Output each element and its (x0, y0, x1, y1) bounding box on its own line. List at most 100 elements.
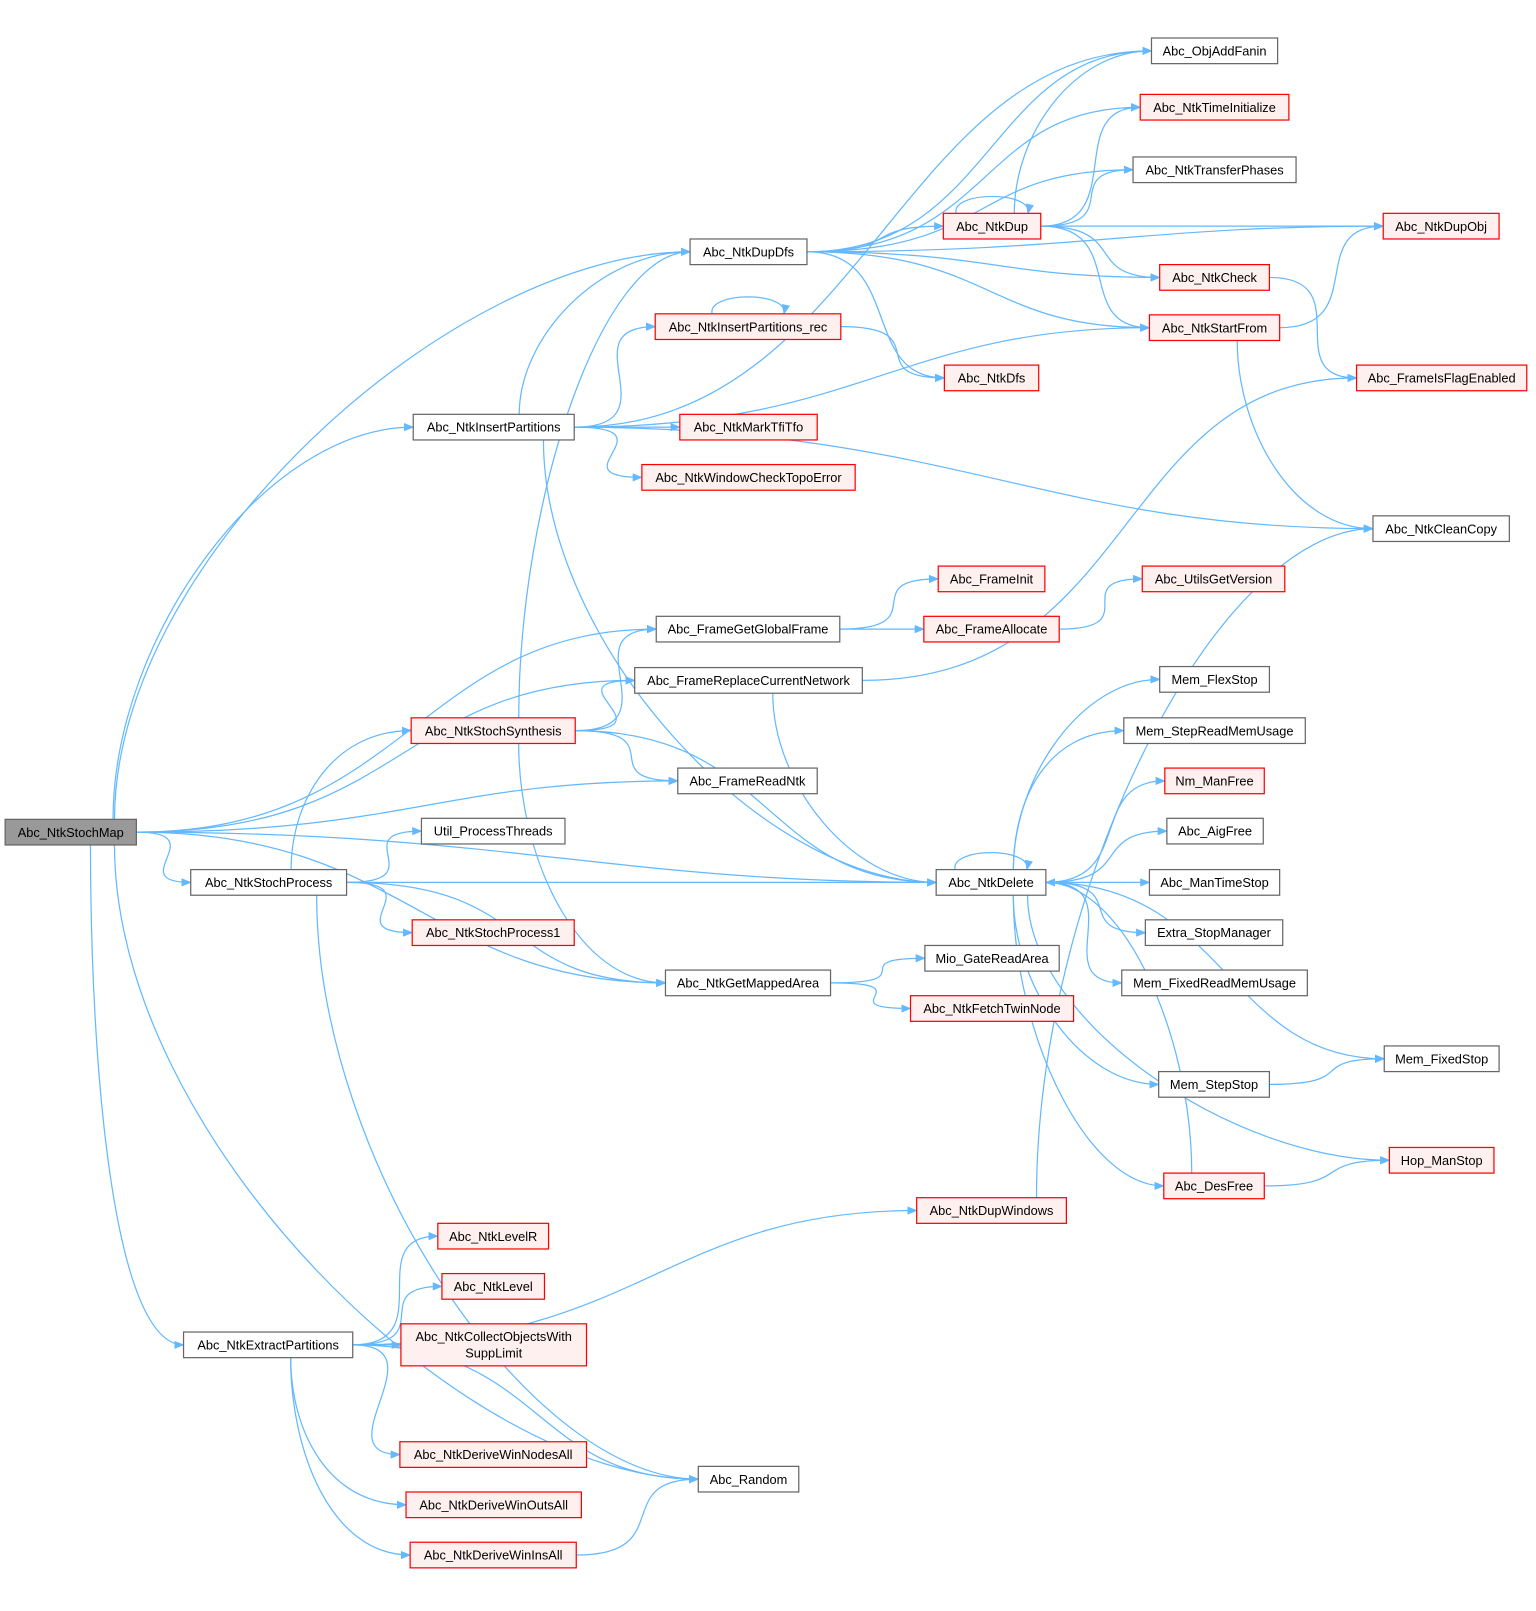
node-label: Abc_NtkTimeInitialize (1153, 100, 1276, 115)
node-label: Abc_NtkMarkTfiTfo (694, 420, 804, 435)
node-stochproc[interactable]: Abc_NtkStochProcess (190, 868, 348, 896)
node-box (420, 817, 566, 845)
node-marktfi[interactable]: Abc_NtkMarkTfiTfo (679, 413, 818, 441)
node-extrastop[interactable]: Extra_StopManager (1144, 919, 1284, 947)
node-fixedstop[interactable]: Mem_FixedStop (1383, 1045, 1500, 1073)
node-winnodes[interactable]: Abc_NtkDeriveWinNodesAll (399, 1441, 588, 1468)
node-cleancopy[interactable]: Abc_NtkCleanCopy (1372, 515, 1510, 543)
node-desfree[interactable]: Abc_DesFree (1163, 1172, 1265, 1200)
node-box (1150, 37, 1279, 65)
edge-delete-to-aigfree (1045, 827, 1168, 884)
edge-stochmap-to-dupdfs (113, 247, 692, 820)
node-frameinit[interactable]: Abc_FrameInit (937, 565, 1046, 593)
node-dupwindows[interactable]: Abc_NtkDupWindows (916, 1197, 1067, 1224)
node-aigfree[interactable]: Abc_AigFree (1166, 817, 1264, 845)
edge-desfree-to-hopstop (1264, 1156, 1391, 1187)
node-box (1382, 212, 1500, 240)
node-stochproc1[interactable]: Abc_NtkStochProcess1 (411, 919, 575, 947)
node-box (1164, 767, 1265, 795)
node-stepreadmem[interactable]: Mem_StepReadMemUsage (1123, 717, 1306, 745)
node-levelr[interactable]: Abc_NtkLevelR (437, 1222, 550, 1250)
node-box (697, 1465, 800, 1493)
node-insrec[interactable]: Abc_NtkInsertPartitions_rec (654, 313, 842, 341)
edge-delete-to-nmfree (1045, 776, 1166, 884)
node-box (1148, 314, 1281, 342)
edge-frameallocate-to-getversion (1059, 574, 1144, 630)
node-label: Abc_NtkDupDfs (703, 244, 794, 259)
node-stepstop[interactable]: Mem_StepStop (1158, 1070, 1271, 1098)
edge-stochmap-to-delete (136, 831, 938, 887)
node-winouts[interactable]: Abc_NtkDeriveWinOutsAll (405, 1491, 582, 1519)
node-objaddfanin[interactable]: Abc_ObjAddFanin (1150, 37, 1279, 65)
node-mantimestop[interactable]: Abc_ManTimeStop (1148, 868, 1281, 896)
node-box (689, 238, 808, 266)
node-gatearea[interactable]: Mio_GateReadArea (924, 944, 1060, 972)
node-timeinit[interactable]: Abc_NtkTimeInitialize (1139, 93, 1290, 121)
node-transfer[interactable]: Abc_NtkTransferPhases (1132, 156, 1297, 184)
node-dup[interactable]: Abc_NtkDup (942, 212, 1042, 240)
edge-dup-to-objaddfanin (1013, 46, 1153, 214)
node-box (1121, 969, 1308, 997)
node-getversion[interactable]: Abc_UtilsGetVersion (1141, 565, 1286, 593)
node-box (405, 1491, 582, 1519)
node-box (412, 413, 575, 441)
node-label: Abc_NtkFetchTwinNode (923, 1001, 1060, 1016)
node-dfs[interactable]: Abc_NtkDfs (943, 364, 1040, 392)
node-nmfree[interactable]: Nm_ManFree (1164, 767, 1265, 795)
nodes-layer: Abc_NtkStochMap Abc_ObjAddFaninAbc_NtkTim… (4, 37, 1528, 1569)
node-box (410, 717, 576, 745)
edge-inspart-to-dupdfs (518, 247, 692, 415)
node-dupobj[interactable]: Abc_NtkDupObj (1382, 212, 1500, 240)
node-label: Abc_FrameReadNtk (690, 774, 807, 789)
node-box (1166, 817, 1264, 845)
node-label: Abc_NtkCheck (1172, 270, 1257, 285)
node-check[interactable]: Abc_NtkCheck (1159, 264, 1271, 291)
node-replacenet[interactable]: Abc_FrameReplaceCurrentNetwork (634, 666, 863, 694)
node-label: Abc_NtkDup (956, 219, 1028, 234)
node-readntk[interactable]: Abc_FrameReadNtk (677, 767, 818, 795)
node-hopstop[interactable]: Hop_ManStop (1388, 1146, 1495, 1174)
node-stochsynth[interactable]: Abc_NtkStochSynthesis (410, 717, 576, 745)
node-box (400, 1323, 588, 1367)
node-box (924, 944, 1060, 972)
edge-dup-to-startfrom (1040, 225, 1151, 332)
node-twinnode[interactable]: Abc_NtkFetchTwinNode (909, 995, 1075, 1022)
edge-extractpart-to-levelr (352, 1232, 439, 1346)
node-label: Abc_NtkStochMap (18, 825, 124, 840)
node-inspart[interactable]: Abc_NtkInsertPartitions (412, 413, 575, 441)
node-box (942, 212, 1042, 240)
node-startfrom[interactable]: Abc_NtkStartFrom (1148, 314, 1281, 342)
node-label: Abc_NtkDupObj (1395, 219, 1487, 234)
node-extractpart[interactable]: Abc_NtkExtractPartitions (182, 1331, 354, 1359)
node-label: Util_ProcessThreads (434, 824, 553, 839)
edge-extractpart-to-winnodes (352, 1344, 401, 1459)
node-box (923, 615, 1060, 643)
edge-extractpart-to-level (352, 1282, 443, 1346)
node-procthreads[interactable]: Util_ProcessThreads (420, 817, 566, 845)
node-random[interactable]: Abc_Random (697, 1465, 800, 1493)
node-delete[interactable]: Abc_NtkDelete (935, 868, 1047, 896)
node-level[interactable]: Abc_NtkLevel (441, 1272, 546, 1300)
edge-winins-to-random (576, 1475, 700, 1556)
node-label: Abc_NtkDeriveWinInsAll (424, 1548, 563, 1563)
node-box (916, 1197, 1067, 1224)
node-frameallocate[interactable]: Abc_FrameAllocate (923, 615, 1060, 643)
node-topoerr[interactable]: Abc_NtkWindowCheckTopoError (641, 463, 856, 491)
node-fixedreadmem[interactable]: Mem_FixedReadMemUsage (1121, 969, 1308, 997)
node-mappedarea[interactable]: Abc_NtkGetMappedArea (664, 969, 832, 997)
node-label: Hop_ManStop (1401, 1153, 1483, 1168)
node-stochmap[interactable]: Abc_NtkStochMap (4, 818, 137, 846)
edge-dupdfs-to-dupobj (806, 222, 1385, 253)
edge-mappedarea-to-twinnode (830, 982, 912, 1013)
edge-dupdfs-to-dfs (806, 251, 946, 383)
node-dupdfs[interactable]: Abc_NtkDupDfs (689, 238, 808, 266)
edge-check-to-flagenabled (1269, 276, 1358, 383)
node-getglobal[interactable]: Abc_FrameGetGlobalFrame (655, 615, 841, 643)
edge-dupdfs-to-transfer (806, 165, 1135, 253)
node-box (1123, 717, 1306, 745)
node-label: Nm_ManFree (1175, 774, 1253, 789)
node-flagenabled[interactable]: Abc_FrameIsFlagEnabled (1355, 364, 1528, 392)
node-winins[interactable]: Abc_NtkDeriveWinInsAll (409, 1541, 577, 1569)
node-flexstop[interactable]: Mem_FlexStop (1159, 665, 1271, 693)
